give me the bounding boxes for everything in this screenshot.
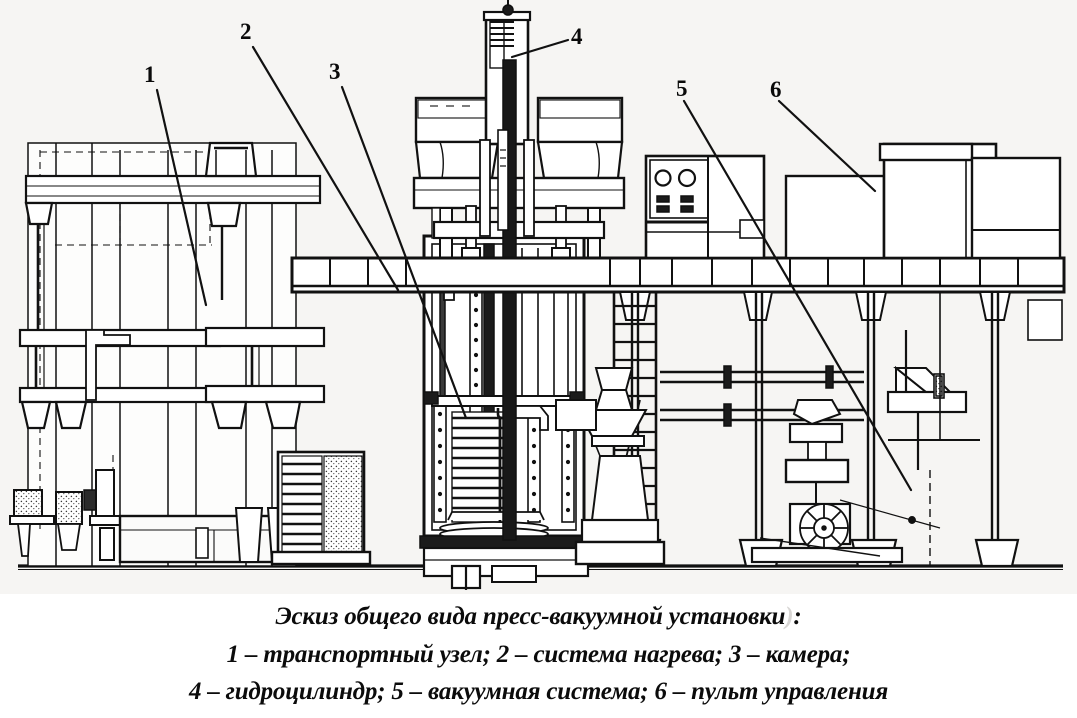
control-panel-cabinets bbox=[784, 142, 1062, 260]
installation-schematic-svg bbox=[9, 0, 1066, 590]
caption-title-text: Эскиз общего вида пресс-вакуумной устано… bbox=[275, 603, 786, 630]
callout-2: 2 bbox=[240, 19, 252, 44]
callout-leader-lines bbox=[155, 38, 913, 492]
transport-unit-assembly bbox=[9, 141, 326, 567]
caption-legend-line-1: 1 – транспортный узел; 2 – система нагре… bbox=[226, 641, 851, 668]
press-frame-crown bbox=[412, 0, 626, 541]
button-icon bbox=[656, 195, 670, 203]
callout-5: 5 bbox=[676, 76, 688, 101]
caption-legend-line-2: 4 – гидроцилиндр; 5 – вакуумная система;… bbox=[188, 678, 889, 705]
bottom-platen bbox=[439, 511, 549, 541]
vacuum-system bbox=[660, 330, 980, 564]
callout-4: 4 bbox=[571, 24, 583, 49]
operator-console bbox=[644, 154, 766, 260]
gauge-icon bbox=[654, 169, 672, 187]
callout-3: 3 bbox=[329, 59, 341, 84]
press-vacuum-installation-drawing: 1 2 3 4 5 6 bbox=[0, 0, 1077, 596]
button-icon bbox=[656, 205, 670, 213]
caption-title-line: Эскиз общего вида пресс-вакуумной устано… bbox=[0, 594, 1077, 636]
caption-colon: : bbox=[793, 603, 802, 630]
caption-ghost-paren: ) bbox=[785, 603, 794, 630]
material-stack-panel bbox=[270, 450, 372, 566]
button-icon bbox=[680, 205, 694, 213]
button-icon bbox=[680, 195, 694, 203]
gauge-icon bbox=[677, 168, 697, 188]
callout-6: 6 bbox=[770, 77, 782, 102]
right-support-structure bbox=[929, 292, 1063, 566]
spool-stack bbox=[555, 367, 666, 566]
callout-1: 1 bbox=[144, 62, 156, 87]
transport-drive-motors bbox=[9, 469, 129, 561]
figure-caption: Эскиз общего вида пресс-вакуумной устано… bbox=[0, 594, 1077, 718]
hydraulic-cylinder bbox=[482, 0, 532, 541]
